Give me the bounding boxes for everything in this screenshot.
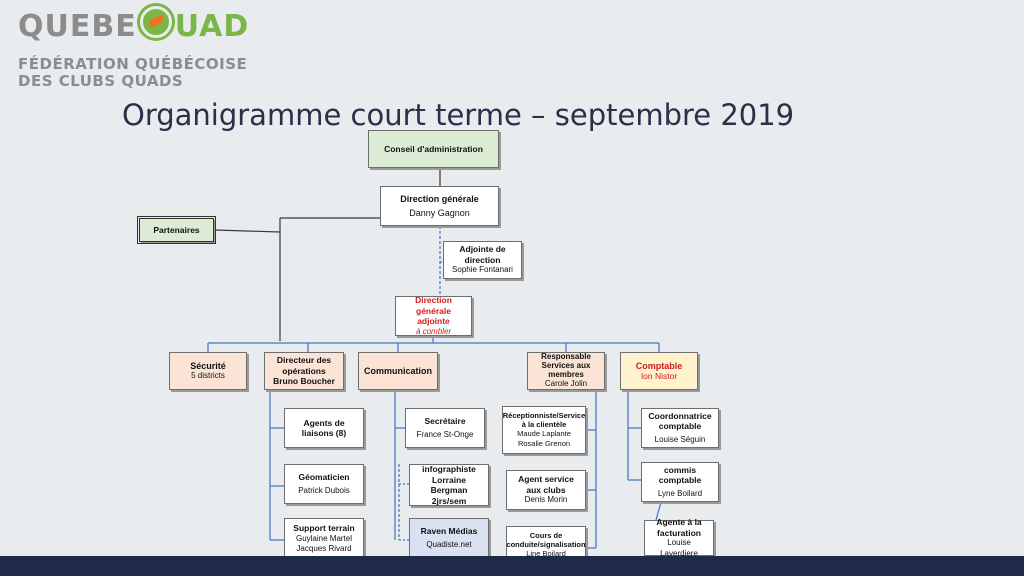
node-geomaticien: Géomaticien Patrick Dubois [284,464,364,504]
node-directeur-operations: Directeur des opérations Bruno Boucher [264,352,344,390]
logo-subtitle: FÉDÉRATION QUÉBÉCOISE DES CLUBS QUADS [18,55,248,90]
connector [213,229,281,233]
node-support-terrain: Support terrain Guylaine Martel Jacques … [284,518,364,560]
node-secretaire: Secrétaire France St-Onge [405,408,485,448]
node-comptable: Comptable Ion Nistor [620,352,698,390]
connector [655,501,662,521]
node-receptionniste: Réceptionniste/Service à la clientèle Ma… [502,406,586,454]
node-adjointe-direction: Adjointe de direction Sophie Fontanari [443,241,522,279]
node-agent-service-clubs: Agent service aux clubs Denis Morin [506,470,586,510]
node-responsable-services-membres: Responsable Services aux membres Carole … [527,352,605,390]
node-communication: Communication [358,352,438,390]
node-commis-comptable: commis comptable Lyne Boilard [641,462,719,502]
page-title: Organigramme court terme – septembre 201… [122,98,795,132]
footer-bar [0,556,1024,576]
node-securite: Sécurité 5 districts [169,352,247,390]
gear-icon [139,6,172,38]
node-conseil-administration: Conseil d'administration [368,130,499,168]
node-coordonnatrice-comptable: Coordonnatrice comptable Louise Séguin [641,408,719,448]
node-agents-liaisons: Agents de liaisons (8) [284,408,364,448]
node-infographiste: infographiste Lorraine Bergman 2jrs/sem [409,464,489,506]
node-agente-facturation: Agente à la facturation Louise Laverdier… [644,517,714,558]
node-direction-generale: Direction générale Danny Gagnon [380,186,499,226]
node-raven-medias: Raven Médias Quadiste.net [409,518,489,558]
node-partenaires: Partenaires [137,216,216,244]
node-direction-generale-adjointe: Direction générale adjointe à combler [395,295,472,336]
